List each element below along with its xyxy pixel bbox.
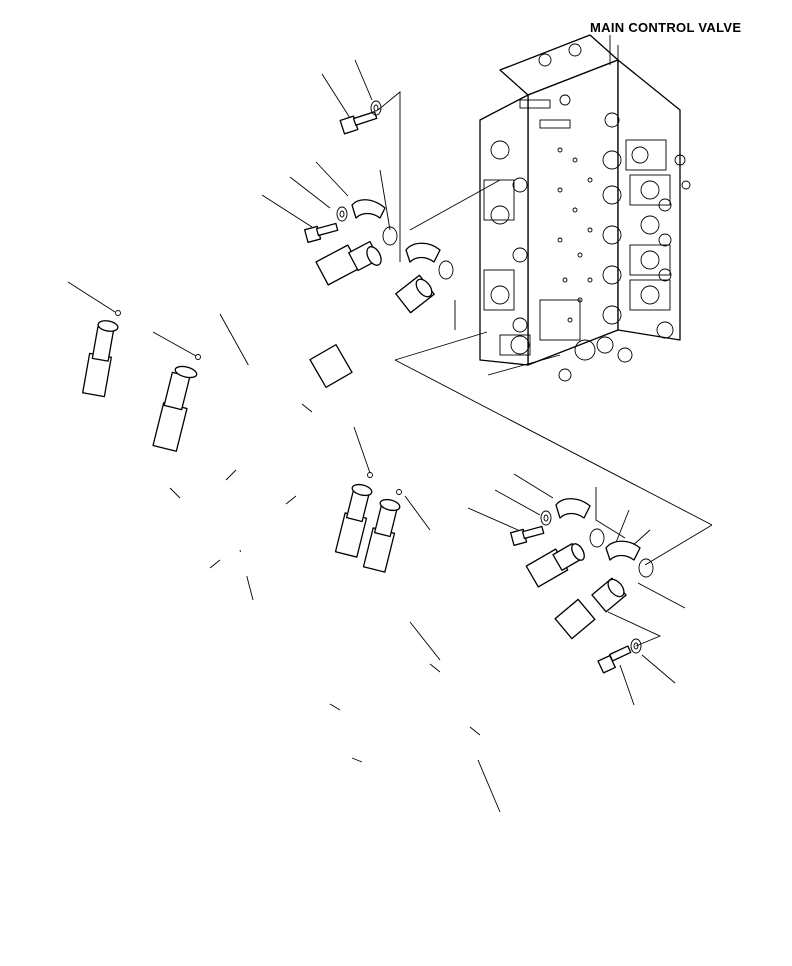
main-control-valve-label: MAIN CONTROL VALVE xyxy=(590,20,742,35)
split-flange-icon xyxy=(351,199,441,263)
washer-icon xyxy=(540,510,642,654)
hydraulic-hose-icon xyxy=(77,240,435,592)
o-ring-icon xyxy=(382,226,454,280)
split-flange-icon xyxy=(555,498,641,561)
bolt-icon xyxy=(510,525,632,674)
hydraulic-hose-icon xyxy=(301,472,627,783)
main-control-valve-icon xyxy=(479,34,691,382)
o-ring-icon xyxy=(589,528,654,578)
bolt-icon xyxy=(304,111,378,243)
washer-icon xyxy=(336,100,382,222)
